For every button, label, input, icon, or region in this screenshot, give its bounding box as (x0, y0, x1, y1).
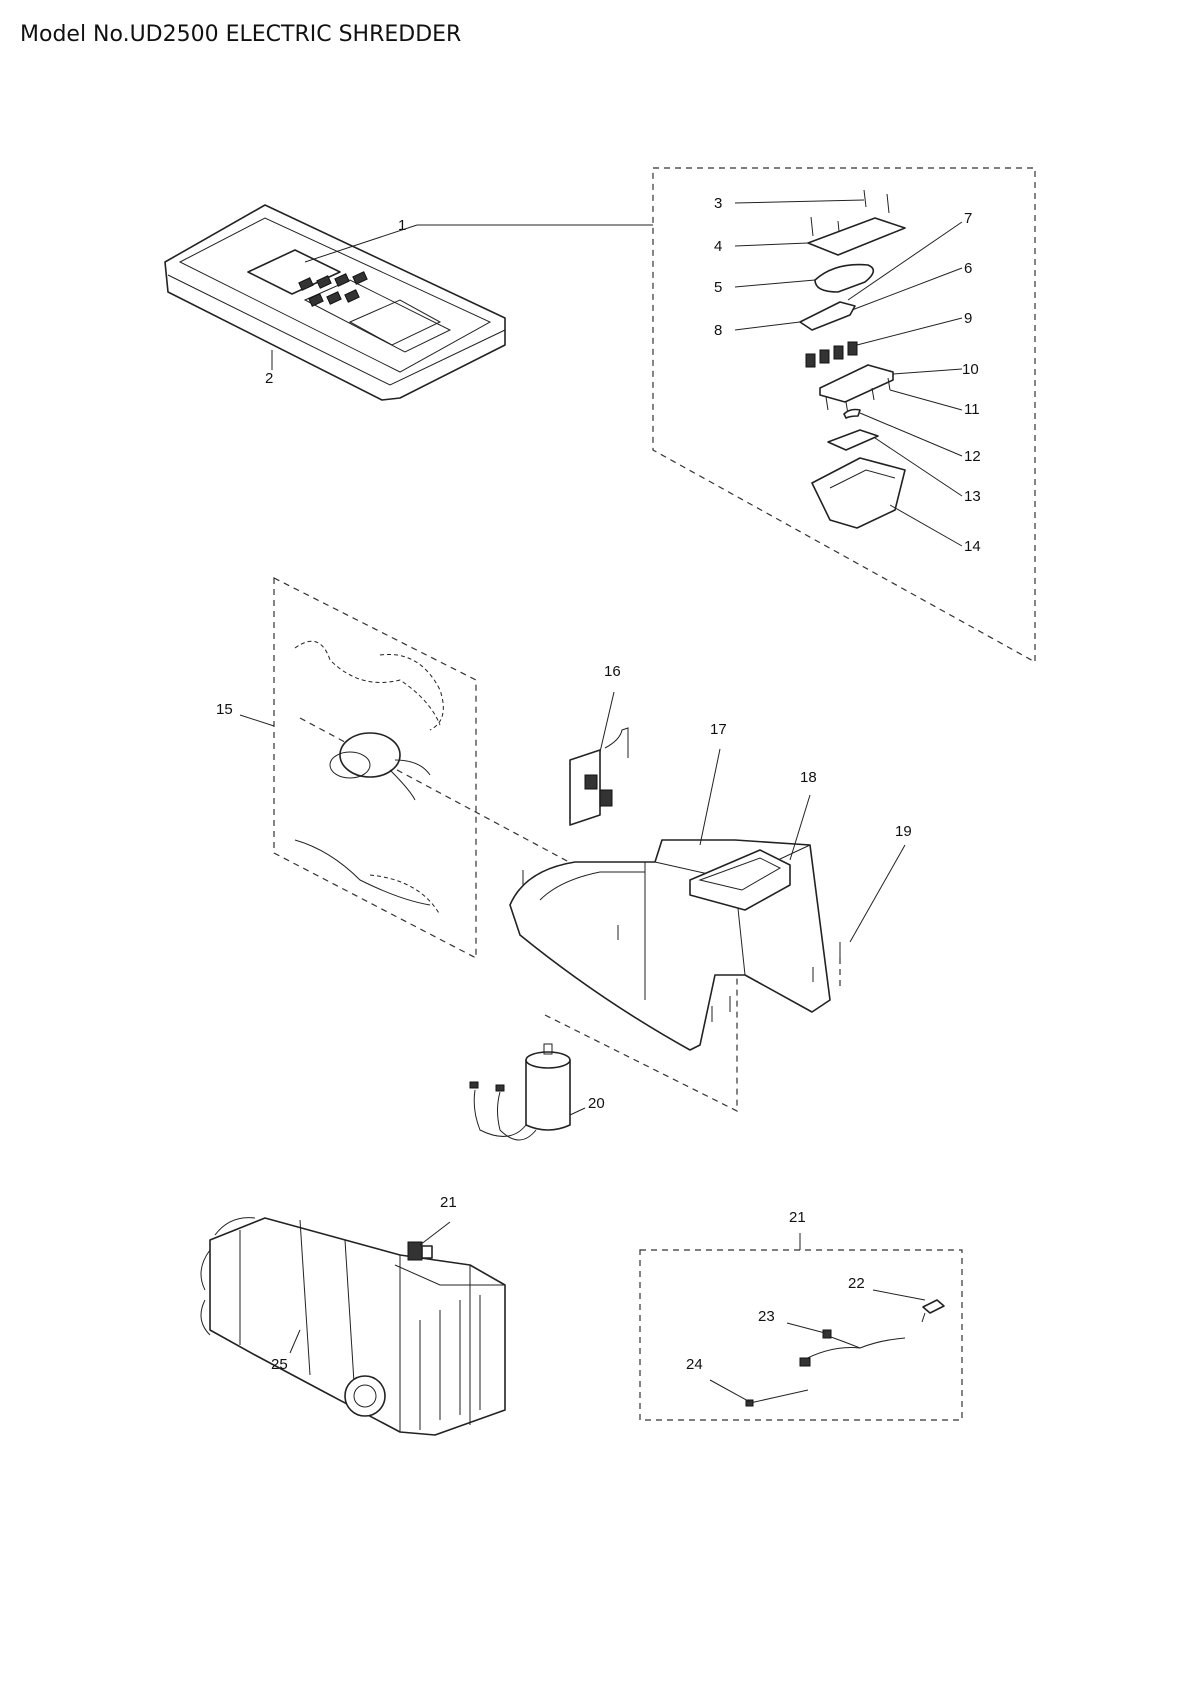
spring-part-9 (805, 341, 858, 368)
callout-23: 23 (758, 1308, 775, 1325)
callout-12: 12 (964, 448, 981, 465)
callout-2: 2 (265, 370, 273, 387)
callout-8: 8 (714, 322, 722, 339)
connector-part-21-motor (407, 1241, 433, 1261)
switch-part-6 (799, 301, 856, 331)
cover-switch-panel (298, 271, 368, 307)
button-part-5 (814, 263, 875, 293)
box-part-14 (811, 457, 906, 529)
callout-22: 22 (848, 1275, 865, 1292)
callout-10: 10 (962, 361, 979, 378)
top-cover-part (164, 204, 506, 401)
plate-part-4 (807, 217, 906, 256)
screw-part-19 (522, 870, 841, 1022)
callout-20: 20 (588, 1095, 605, 1112)
callout-11: 11 (964, 401, 980, 418)
switch-kit-group-outline (639, 1249, 963, 1421)
board-part-13 (827, 429, 879, 451)
spacer-part-12 (843, 408, 861, 419)
capacitor-part-20 (469, 1043, 571, 1141)
control-panel-group-outline (652, 167, 1036, 664)
callout-17: 17 (710, 721, 727, 738)
callout-15: 15 (216, 701, 233, 718)
circuit-board-part-16 (569, 727, 629, 826)
callout-24: 24 (686, 1356, 703, 1373)
wire-part-24 (745, 1389, 809, 1407)
page-title: Model No.UD2500 ELECTRIC SHREDDER (20, 22, 462, 47)
callout-14: 14 (964, 538, 981, 555)
callout-9: 9 (964, 310, 972, 327)
microswitch-part-22 (921, 1299, 945, 1323)
callout-25: 25 (271, 1356, 288, 1373)
wiring-harness-part-15 (294, 640, 444, 916)
motor-part-25 (200, 1217, 506, 1436)
callout-19: 19 (895, 823, 912, 840)
hopper-part-18 (689, 849, 791, 911)
callout-5: 5 (714, 279, 722, 296)
callout-labels: 1 2 3 4 5 6 7 8 9 10 11 12 13 14 15 16 1… (216, 195, 981, 1373)
motor-fan-blades (200, 1217, 256, 1336)
callout-16: 16 (604, 663, 621, 680)
callout-3: 3 (714, 195, 722, 212)
holder-part-10 (819, 364, 894, 403)
callout-1: 1 (398, 217, 406, 234)
callout-4: 4 (714, 238, 722, 255)
callout-13: 13 (964, 488, 981, 505)
callout-18: 18 (800, 769, 817, 786)
lead-wire-part-23 (799, 1329, 906, 1367)
capacitor-mount-guide (544, 935, 738, 1112)
leader-lines (239, 199, 963, 1403)
callout-7: 7 (964, 210, 972, 227)
callout-6: 6 (964, 260, 972, 277)
box-part-14-inner (829, 469, 896, 489)
callout-21-motor: 21 (440, 1194, 457, 1211)
hopper-part-18-opening (698, 857, 782, 891)
callout-21-switch-kit: 21 (789, 1209, 806, 1226)
